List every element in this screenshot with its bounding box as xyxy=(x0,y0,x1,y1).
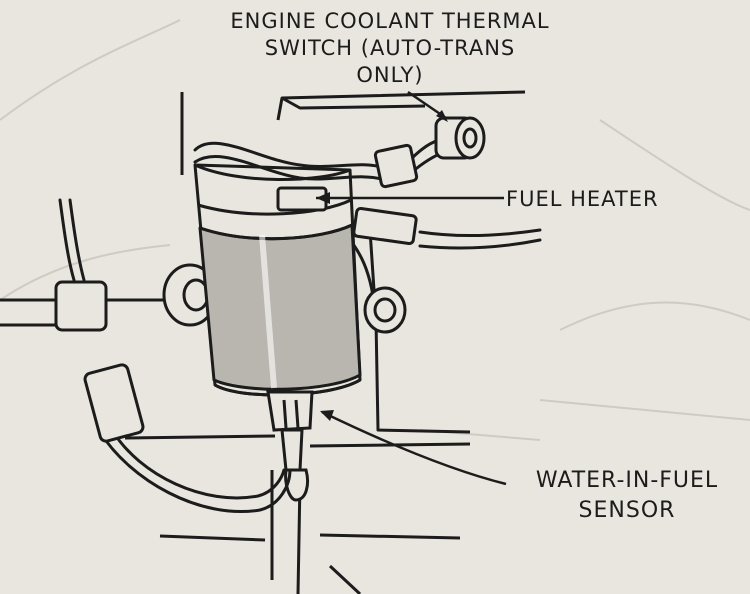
coolant-label-line-2: SWITCH (AUTO-TRANS xyxy=(264,36,516,60)
background-linework xyxy=(0,19,750,441)
wif-label-line-2: SENSOR xyxy=(578,498,676,523)
coolant-label-line-1: ENGINE COOLANT THERMAL xyxy=(230,9,550,33)
filter-mount-ear xyxy=(162,263,218,327)
mounting-bolt xyxy=(363,286,407,334)
water-in-fuel-sensor-label: WATER-IN-FUEL SENSOR xyxy=(512,466,742,526)
wif-label-line-1: WATER-IN-FUEL xyxy=(535,468,719,493)
coolant-label-line-3: ONLY) xyxy=(356,63,424,87)
coolant-thermal-switch-label: ENGINE COOLANT THERMAL SWITCH (AUTO-TRAN… xyxy=(185,8,595,89)
water-in-fuel-sensor-body xyxy=(266,390,314,502)
leader-arrowheads xyxy=(316,110,448,421)
fuel-filter-canister xyxy=(193,163,362,397)
connectors xyxy=(54,116,486,443)
fuel-heater-label: FUEL HEATER xyxy=(506,186,659,213)
fuel-heater-label-text: FUEL HEATER xyxy=(506,187,659,211)
